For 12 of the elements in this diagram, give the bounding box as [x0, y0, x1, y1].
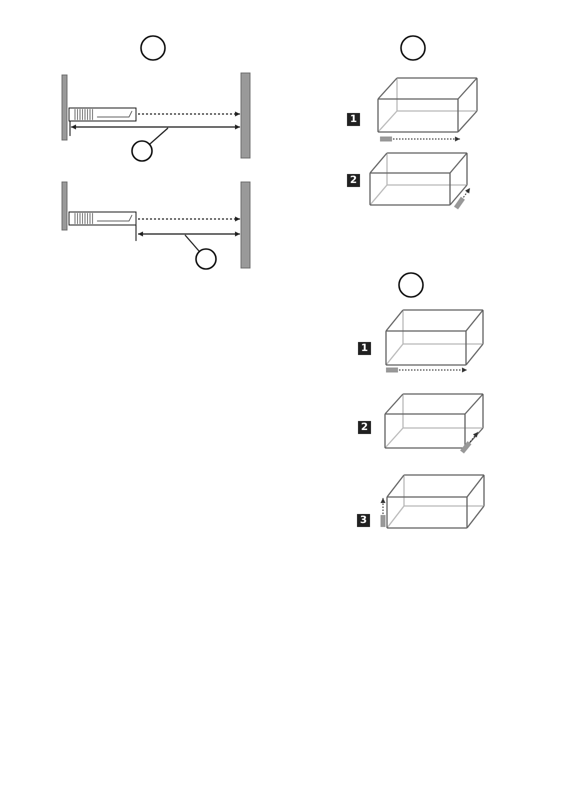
callout-circle	[400, 35, 426, 61]
step-number: 2	[358, 421, 371, 434]
callout-circle	[131, 140, 153, 162]
callout-circle	[398, 272, 424, 298]
leader-line	[184, 234, 200, 252]
step-number: 1	[358, 342, 371, 355]
step-number: 1	[347, 113, 360, 126]
callout-circle	[140, 35, 166, 61]
callout-circle	[195, 248, 217, 270]
step-number: 3	[357, 514, 370, 527]
leader-line	[149, 128, 168, 145]
step-number: 2	[347, 174, 360, 187]
